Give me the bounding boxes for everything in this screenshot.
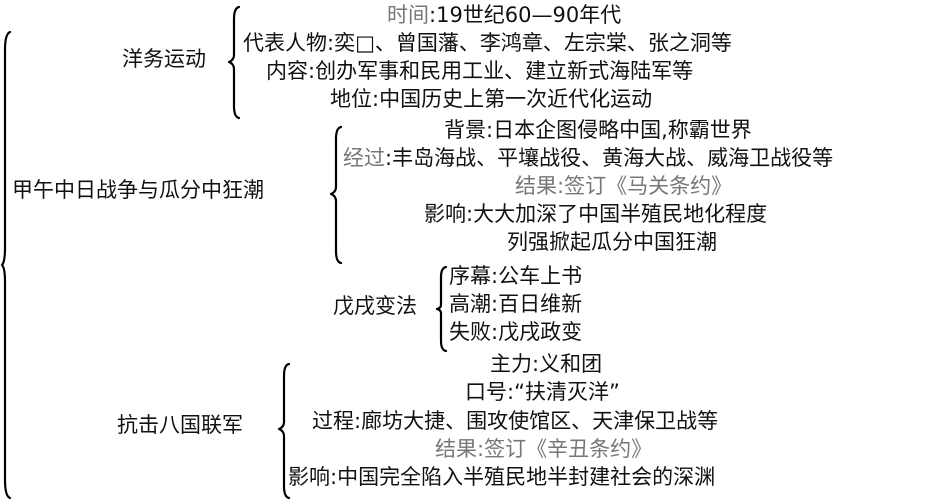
item-wuxu-climax: 高潮:百日维新 xyxy=(449,292,583,316)
branch-title-jiawu: 甲午中日战争与瓜分中狂潮 xyxy=(12,178,264,202)
branch-title-baguo: 抗击八国联军 xyxy=(117,413,243,437)
branch-title-yangwu: 洋务运动 xyxy=(122,47,206,71)
item-jiawu-process: 经过:丰岛海战、平壤战役、黄海大战、威海卫战役等 xyxy=(343,146,834,170)
item-yangwu-status: 地位:中国历史上第一次近代化运动 xyxy=(330,87,653,111)
item-baguo-result: 结果:签订《辛丑条约》 xyxy=(435,437,653,461)
root-brace xyxy=(0,30,12,500)
item-jiawu-impact: 影响:大大加深了中国半殖民地化程度 xyxy=(424,202,768,226)
item-jiawu-background: 背景:日本企图侵略中国,称霸世界 xyxy=(444,118,752,142)
item-wuxu-failure: 失败:戊戌政变 xyxy=(449,320,583,344)
brace-yangwu xyxy=(227,5,241,120)
item-baguo-process: 过程:廊坊大捷、围攻使馆区、天津保卫战等 xyxy=(312,409,719,433)
item-jiawu-result: 结果:签订《马关条约》 xyxy=(515,174,733,198)
item-yangwu-figures: 代表人物:奕□、曾国藩、李鸿章、左宗棠、张之洞等 xyxy=(243,31,732,55)
brace-wuxu xyxy=(435,265,448,353)
brace-baguo xyxy=(277,362,291,500)
item-yangwu-content: 内容:创办军事和民用工业、建立新式海陆军等 xyxy=(266,59,694,83)
item-wuxu-prelude: 序幕:公车上书 xyxy=(449,264,583,288)
branch-title-wuxu: 戊戌变法 xyxy=(333,294,417,318)
item-baguo-slogan: 口号:“扶清灭洋” xyxy=(465,380,620,404)
brace-jiawu xyxy=(329,125,343,265)
item-jiawu-impact-2: 列强掀起瓜分中国狂潮 xyxy=(507,230,717,254)
item-baguo-force: 主力:义和团 xyxy=(490,352,603,376)
item-yangwu-time: 时间:19世纪60—90年代 xyxy=(387,3,622,27)
item-baguo-impact: 影响:中国完全陷入半殖民地半封建社会的深渊 xyxy=(288,465,716,489)
